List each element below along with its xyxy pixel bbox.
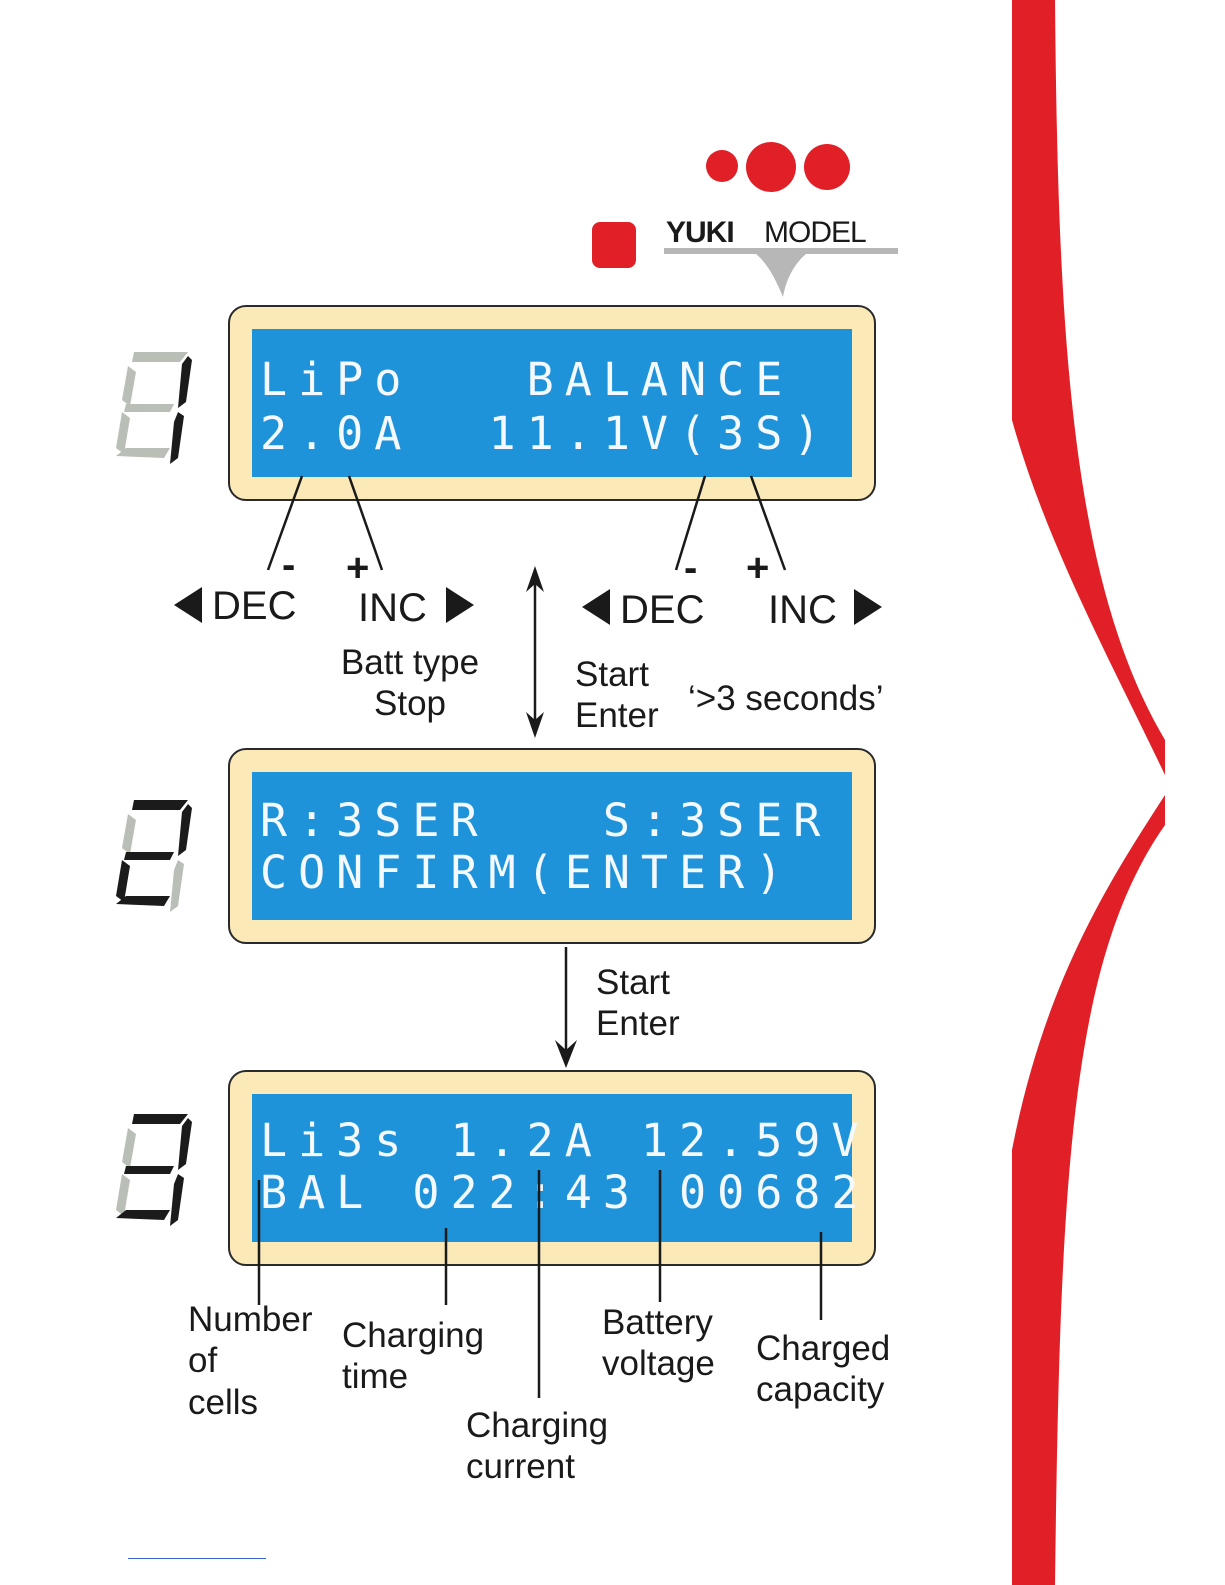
annotation-battery-voltage: Battery voltage	[602, 1302, 715, 1385]
stop-label: Stop	[318, 683, 502, 724]
annotation-charging-time: Charging time	[342, 1315, 484, 1398]
annotation-number-of-cells: Number of cells	[188, 1299, 312, 1423]
footer-underline	[128, 1558, 266, 1559]
start-enter-button-1[interactable]: Start Enter	[575, 654, 695, 737]
dec-label-left: DEC	[212, 586, 296, 626]
start-enter-button-2[interactable]: Start Enter	[596, 962, 716, 1045]
minus-sign-right: -	[684, 548, 697, 588]
annotation-charged-capacity: Charged capacity	[756, 1328, 890, 1411]
inc-button-right[interactable]: INC	[768, 586, 888, 630]
start-label-2: Start	[596, 962, 716, 1003]
triangle-right-icon	[852, 588, 884, 626]
start-label-1: Start	[575, 654, 695, 695]
enter-label-2: Enter	[596, 1003, 716, 1044]
plus-sign-left: +	[346, 548, 369, 588]
inc-label-right: INC	[768, 590, 837, 630]
dec-label-right: DEC	[620, 590, 704, 630]
dec-button-right[interactable]: DEC	[580, 586, 730, 630]
batt-type-label: Batt type	[318, 642, 502, 683]
triangle-left-icon	[172, 586, 204, 624]
hold-duration-note: ‘>3 seconds’	[688, 678, 884, 719]
batt-type-stop-button[interactable]: Batt type Stop	[318, 642, 502, 725]
triangle-left-icon	[580, 588, 612, 626]
minus-sign-left: -	[282, 545, 295, 585]
triangle-right-icon	[444, 586, 476, 624]
dec-button-left[interactable]: DEC	[172, 584, 322, 628]
plus-sign-right: +	[746, 548, 769, 588]
inc-label-left: INC	[358, 588, 427, 628]
annotation-charging-current: Charging current	[466, 1405, 608, 1488]
enter-label-1: Enter	[575, 695, 695, 736]
inc-button-left[interactable]: INC	[358, 584, 478, 628]
